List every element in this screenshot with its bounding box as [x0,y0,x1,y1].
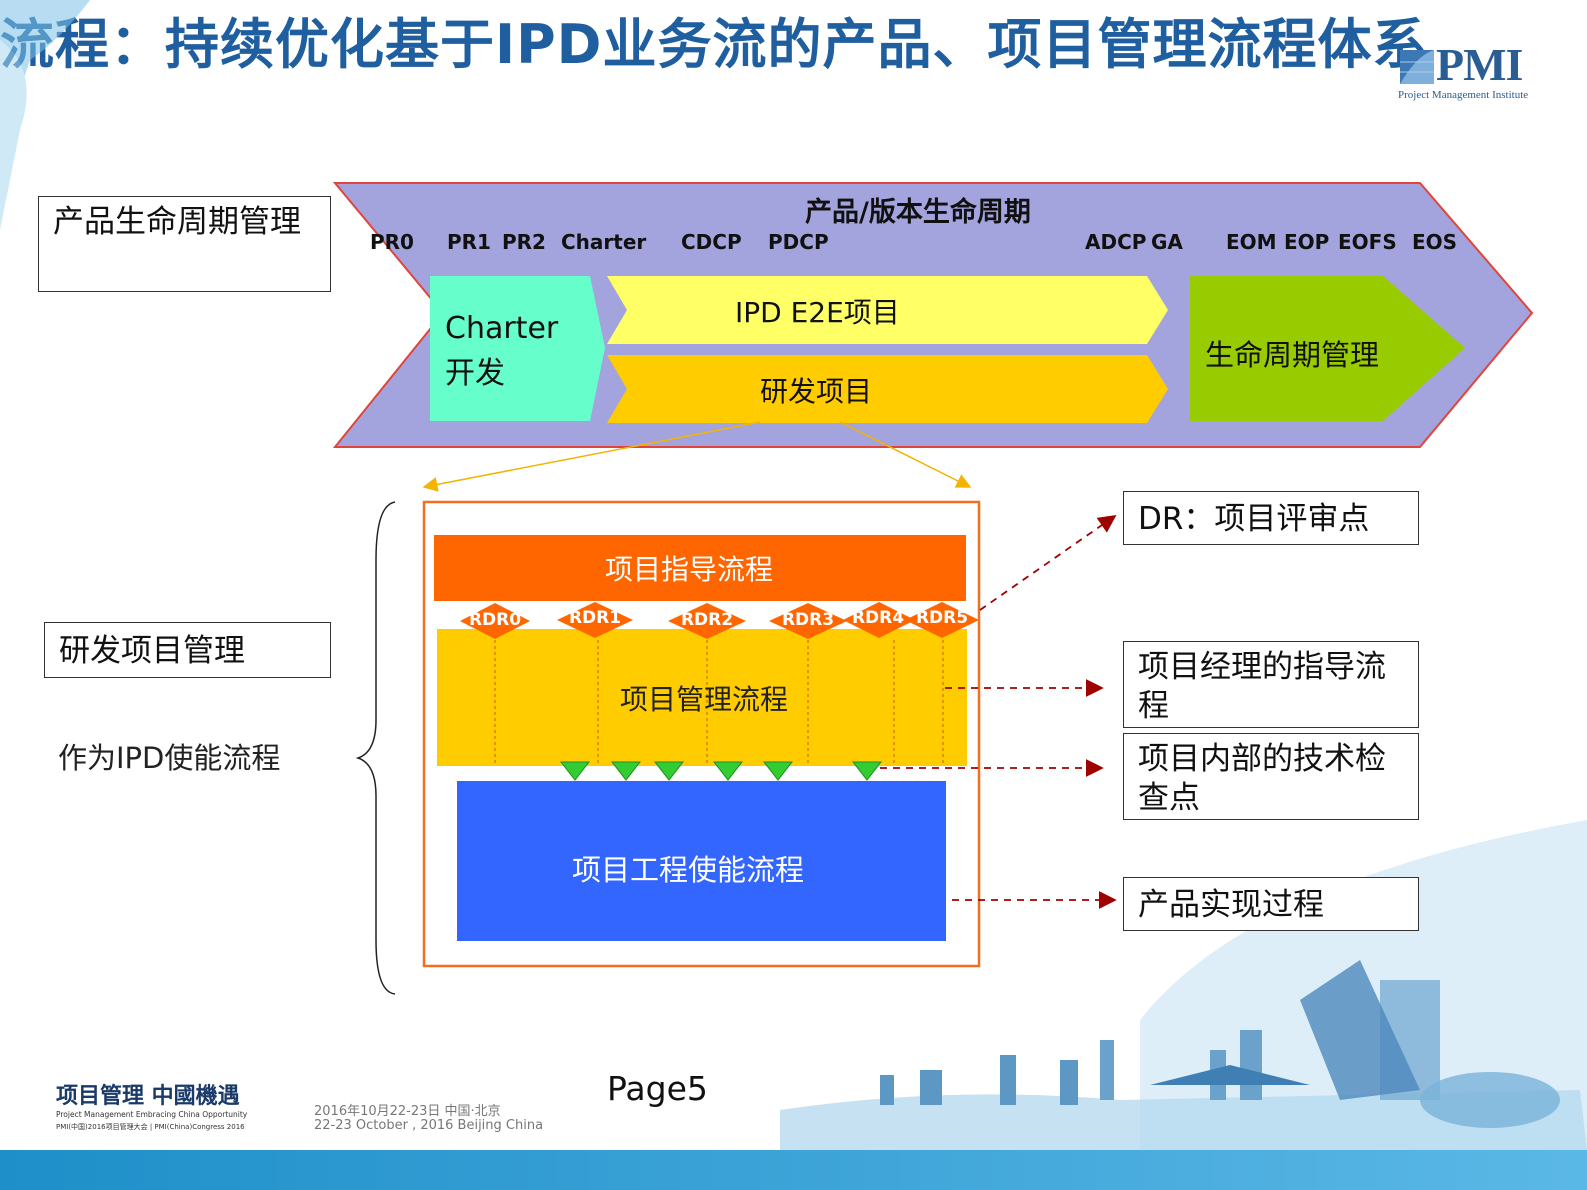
dr-review-box: DR：项目评审点 [1123,491,1419,545]
checkpoint-1 [559,761,591,781]
rdr4-label: RDR4 [851,608,905,628]
ipd-e2e-arrow [607,276,1168,344]
rdr-diamond-5 [905,602,979,638]
dr-arrow [979,514,1117,611]
dr-review-text: DR：项目评审点 [1138,501,1370,537]
rdr-diamond-0 [460,603,530,639]
pmi-logo-tagline: Project Management Institute [1398,89,1529,101]
footer-slogan-sub: PMI(中国)2016项目管理大会 | PMI(China)Congress 2… [56,1123,245,1131]
rdr1-label: RDR1 [568,608,622,628]
milestone-pr0: PR0 [370,230,414,254]
milestone-eop: EOP [1284,230,1330,254]
rdr5-label: RDR5 [915,608,969,628]
curly-brace [355,501,396,995]
milestone-charter: Charter [561,230,647,254]
ipd-e2e-text: IPD E2E项目 [735,296,900,329]
engineering-process-text: 项目工程使能流程 [572,853,805,887]
pm-process-block [437,629,967,766]
lifecycle-label: 产品/版本生命周期 [805,197,1031,228]
engineering-process-block [457,781,946,941]
rdr0-label: RDR0 [468,610,522,630]
product-lifecycle-mgmt-box: 产品生命周期管理 [38,196,331,292]
page-title: 流程：持续优化基于IPD业务流的产品、项目管理流程体系 [0,13,1428,76]
rdr2-label: RDR2 [680,610,734,630]
checkpoint-triangles [559,761,883,781]
pm-process-text: 项目管理流程 [620,683,789,716]
milestone-adcp: ADCP [1085,230,1147,254]
charter-dev-block [430,276,605,421]
pmi-logo-brand: PMI [1436,39,1523,90]
skyline-decoration [780,820,1587,1150]
milestone-eom: EOM [1226,230,1277,254]
footer-date-cn: 2016年10月22-23日 中国·北京 [314,1104,501,1119]
enabler-note: 作为IPD使能流程 [58,741,281,775]
charter-dev-text-1: Charter [445,311,559,346]
checkpoint-4 [712,761,744,781]
footer-slogan: 项目管理 中國機遇 [56,1083,240,1109]
checkpoint-5 [762,761,794,781]
rdr-diamonds [460,602,979,639]
rdr-diamond-2 [668,603,746,639]
guidance-process-text: 项目指导流程 [605,553,774,586]
lifecycle-mgmt-text: 生命周期管理 [1205,338,1380,372]
pm-guidance-box: 项目经理的指导流程 [1123,641,1419,728]
rdr-diamond-1 [557,602,633,638]
tech-checkpoint-box: 项目内部的技术检查点 [1123,733,1419,820]
pmi-logo [1400,50,1434,84]
zoom-arrow-left [422,421,761,492]
milestone-ga: GA [1151,230,1183,254]
checkpoint-2 [610,761,642,781]
footer-date-en: 22-23 October , 2016 Beijing China [314,1118,544,1133]
rdr-diamond-3 [769,603,847,639]
charter-dev-text-2: 开发 [445,356,505,391]
milestone-eofs: EOFS [1338,230,1397,254]
guidance-process-bar [434,535,966,601]
milestone-pdcp: PDCP [768,230,829,254]
footer-bar [0,1150,1587,1190]
rd-project-arrow [607,355,1168,423]
rdr-diamond-4 [843,602,915,638]
product-realization-box: 产品实现过程 [1123,877,1419,931]
rdr3-label: RDR3 [781,610,835,630]
checkpoint-6 [851,761,883,781]
milestone-cdcp: CDCP [681,230,742,254]
checkpoint-3 [653,761,685,781]
milestone-eos: EOS [1412,230,1458,254]
rd-project-mgmt-box: 研发项目管理 [44,622,331,678]
milestone-pr1: PR1 [447,230,491,254]
page-number: Page5 [607,1069,708,1108]
rdr-guide-lines [494,640,944,766]
milestone-pr2: PR2 [502,230,546,254]
lifecycle-mgmt-arrow [1190,276,1465,421]
zoom-arrow-right [839,421,972,488]
corner-decoration [0,0,90,230]
rd-project-text: 研发项目 [760,375,873,408]
footer-slogan-en: Project Management Embracing China Oppor… [56,1110,248,1119]
